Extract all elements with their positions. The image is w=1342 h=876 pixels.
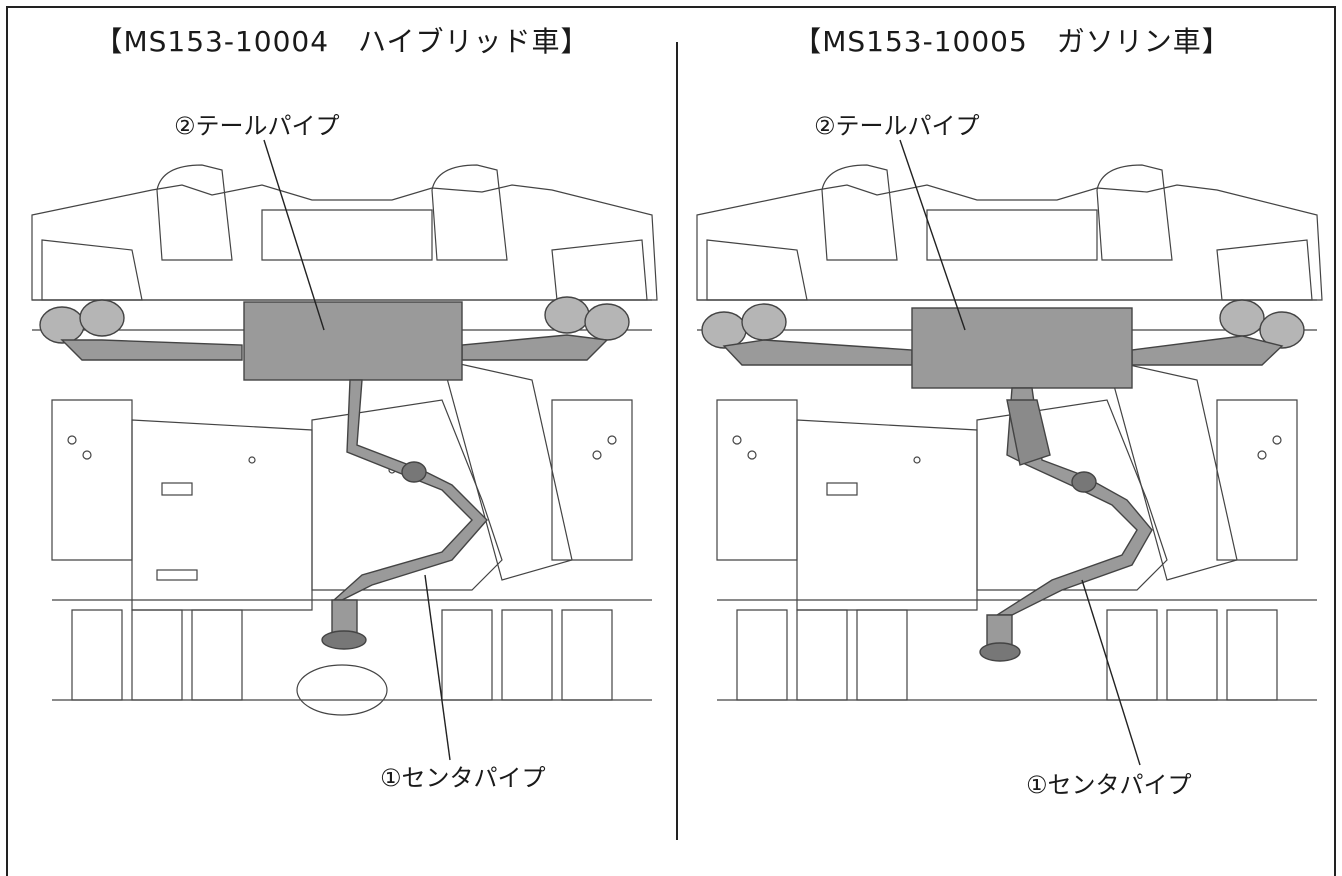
hybrid-title: 【MS153-10004 ハイブリッド車】	[94, 25, 590, 58]
exhaust-system	[701, 299, 1305, 662]
gasoline-exhaust-drawing	[696, 139, 1323, 766]
hybrid-panel: 【MS153-10004 ハイブリッド車】	[12, 0, 672, 870]
hybrid-tail-pipe-label: ②テールパイプ	[174, 112, 340, 140]
hybrid-center-pipe-label: ①センタパイプ	[380, 764, 546, 792]
page-frame	[6, 6, 1336, 876]
center-pipe-leader	[1081, 579, 1141, 766]
panel-divider	[676, 42, 678, 840]
gasoline-title: 【MS153-10005 ガソリン車】	[793, 25, 1231, 58]
vehicle-underbody	[696, 164, 1323, 701]
gasoline-panel: 【MS153-10005 ガソリン車】	[682, 0, 1342, 870]
gasoline-tail-pipe-label: ②テールパイプ	[814, 112, 980, 140]
tail-pipe-leader	[899, 139, 966, 331]
vehicle-underbody	[31, 164, 658, 716]
gasoline-center-pipe-label: ①センタパイプ	[1026, 771, 1192, 799]
tail-pipe-leader	[263, 139, 325, 331]
center-pipe-leader	[424, 574, 451, 761]
exhaust-system	[39, 296, 630, 650]
hybrid-exhaust-drawing	[31, 139, 658, 761]
